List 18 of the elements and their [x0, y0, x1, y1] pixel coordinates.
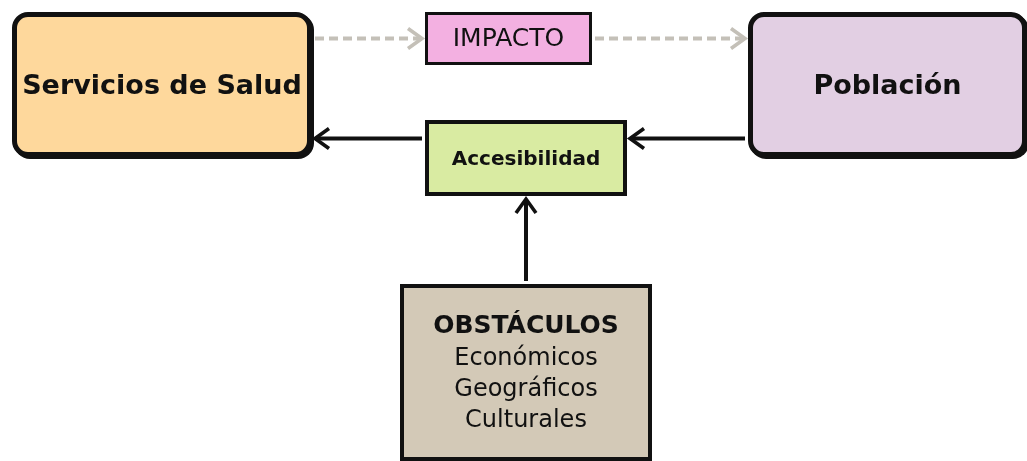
heading-text: OBSTÁCULOS [433, 309, 619, 342]
node-text: Geográficos [454, 373, 598, 405]
arrow [595, 26, 747, 51]
node-text: Servicios de Salud [22, 67, 302, 102]
arrow [628, 126, 745, 151]
node-text: Población [813, 67, 962, 102]
population-box [748, 12, 1027, 157]
node-text: Accesibilidad [451, 145, 601, 171]
impact-box [425, 12, 592, 65]
arrow [514, 197, 538, 281]
node-text: Económicos [454, 341, 598, 373]
service-box [12, 12, 312, 157]
arrow [315, 26, 424, 51]
node-text: Culturales [465, 404, 587, 436]
obstacles-box [400, 284, 652, 461]
arrow [313, 126, 422, 151]
accessibility-box [425, 120, 627, 196]
node-text: IMPACTO [452, 22, 565, 55]
